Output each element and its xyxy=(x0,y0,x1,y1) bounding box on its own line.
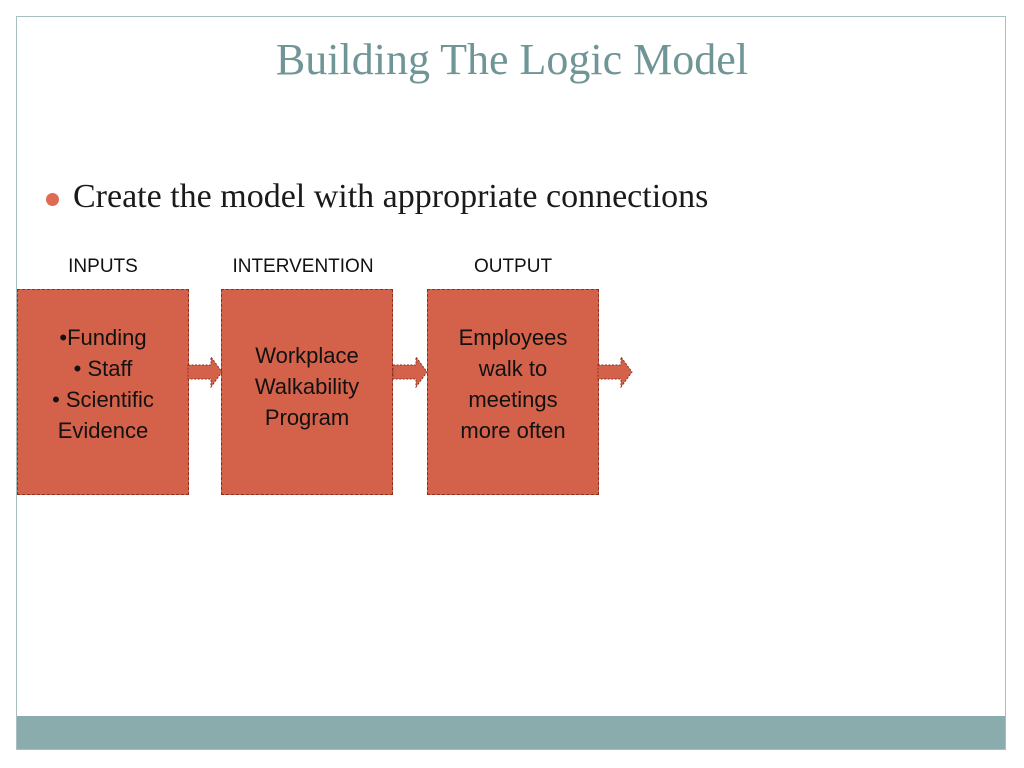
intervention-line: Walkability xyxy=(254,374,360,399)
inputs-line: • Scientific xyxy=(52,387,154,412)
intervention-box: Workplace Walkability Program xyxy=(221,289,393,495)
output-line: walk to xyxy=(478,356,548,381)
arrow-right-icon xyxy=(187,356,223,388)
footer-band xyxy=(17,716,1005,749)
output-line: meetings xyxy=(468,387,558,412)
bullet-item: Create the model with appropriate connec… xyxy=(46,178,708,216)
output-line: more often xyxy=(460,418,566,443)
inputs-line: Evidence xyxy=(57,418,149,443)
output-box: Employees walk to meetings more often xyxy=(427,289,599,495)
arrow-right-icon xyxy=(597,356,633,388)
label-inputs: INPUTS xyxy=(68,256,138,277)
inputs-box: •Funding • Staff • Scientific Evidence xyxy=(17,289,189,495)
inputs-line: •Funding xyxy=(59,325,147,350)
intervention-line: Workplace xyxy=(255,343,359,368)
output-line: Employees xyxy=(458,325,568,350)
bullet-text: Create the model with appropriate connec… xyxy=(73,178,709,215)
bullet-dot-icon xyxy=(46,192,59,206)
intervention-line: Program xyxy=(264,405,350,430)
label-intervention: INTERVENTION xyxy=(232,256,374,277)
inputs-line: • Staff xyxy=(73,356,133,381)
slide-title: Building The Logic Model xyxy=(275,35,749,84)
arrow-right-icon xyxy=(392,356,428,388)
label-output: OUTPUT xyxy=(473,256,553,277)
